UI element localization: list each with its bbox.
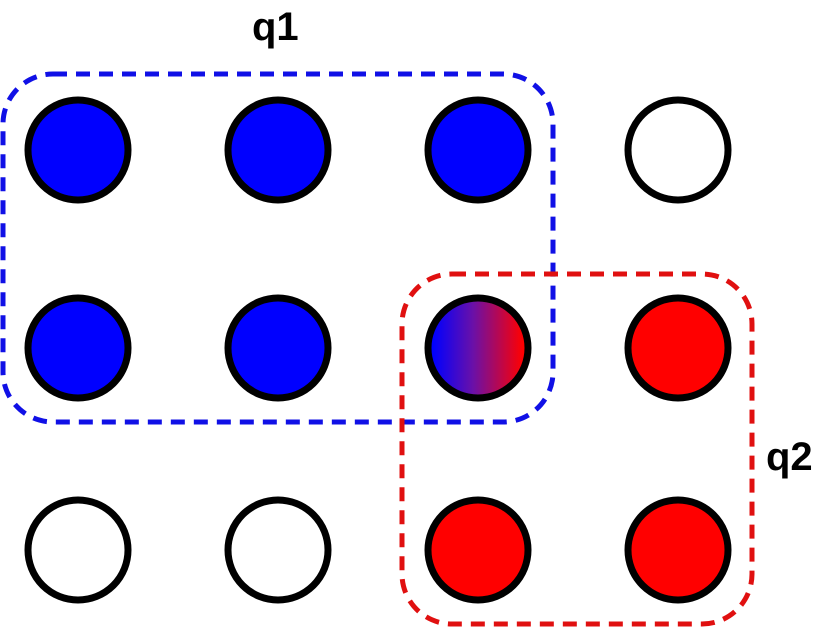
group-q1-box — [0, 71, 556, 425]
node-blue-r1-c2 — [224, 96, 332, 204]
node-empty-r1-c4 — [624, 96, 732, 204]
node-empty-r3-c2 — [224, 496, 332, 604]
node-red-r3-c4 — [624, 496, 732, 604]
node-grid — [24, 96, 732, 604]
node-blue-r1-c1 — [24, 96, 132, 204]
node-blue-r1-c3 — [424, 96, 532, 204]
node-red-r2-c4 — [624, 294, 732, 402]
node-blue-r2-c2 — [224, 294, 332, 402]
group-q1-label: q1 — [252, 5, 299, 49]
group-q2-label: q2 — [766, 435, 813, 479]
group-q2-box — [399, 271, 755, 627]
node-blue-r2-c1 — [24, 294, 132, 402]
node-red-r3-c3 — [424, 496, 532, 604]
node-empty-r3-c1 — [24, 496, 132, 604]
node-blue-red-r2-c3 — [424, 294, 532, 402]
